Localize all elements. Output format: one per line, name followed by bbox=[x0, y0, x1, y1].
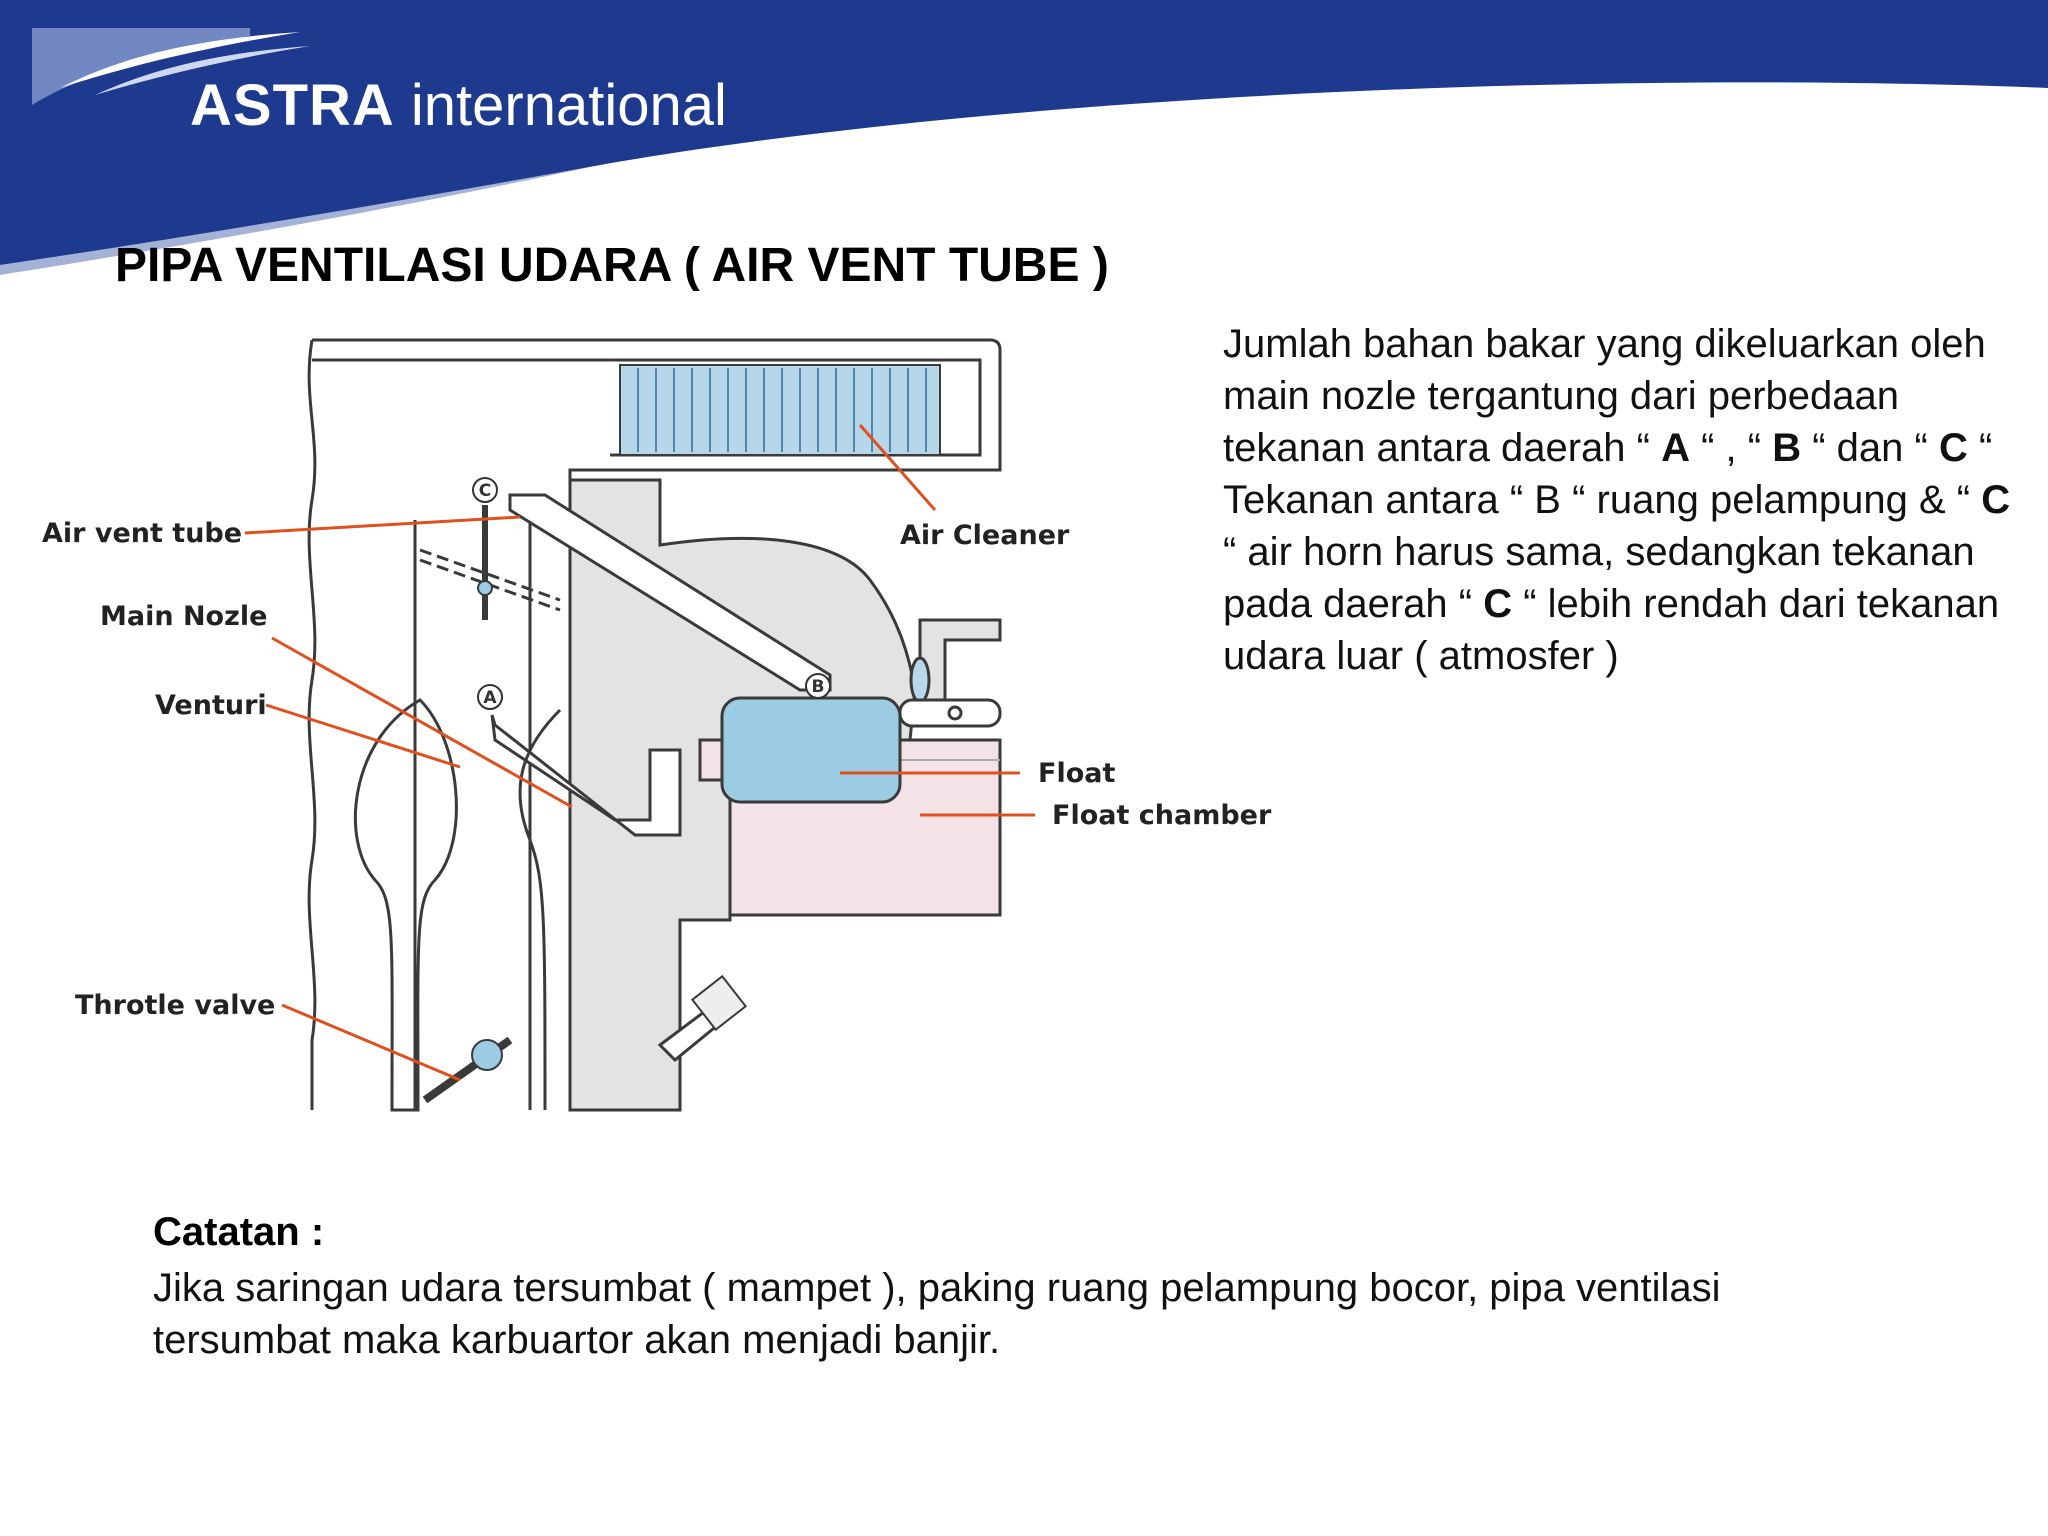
marker-a: A bbox=[477, 684, 503, 710]
venturi-shape bbox=[353, 698, 458, 1112]
label-float: Float bbox=[1038, 758, 1115, 789]
brand-logo: ASTRA international bbox=[190, 72, 727, 139]
carburetor-diagram: C A B Air vent tube Main Nozle Venturi T… bbox=[42, 338, 1272, 1112]
header-band bbox=[0, 0, 2048, 275]
svg-text:C: C bbox=[479, 481, 491, 501]
header-band-shape bbox=[0, 0, 2048, 265]
marker-c: C bbox=[472, 477, 498, 503]
main-nozzle-tube bbox=[490, 714, 682, 837]
leader-air-cleaner bbox=[858, 424, 937, 511]
label-throtle-valve: Throtle valve bbox=[75, 990, 275, 1021]
leader-venturi bbox=[265, 703, 461, 769]
header-band-highlight bbox=[0, 165, 600, 275]
float bbox=[720, 696, 902, 804]
label-main-nozle: Main Nozle bbox=[100, 601, 267, 632]
needle-valve bbox=[898, 618, 1002, 728]
marker-b: B bbox=[805, 673, 831, 699]
note-label: Catatan : bbox=[153, 1210, 325, 1254]
air-cleaner-element bbox=[619, 364, 941, 456]
idle-screw bbox=[657, 974, 748, 1063]
label-float-chamber: Float chamber bbox=[1052, 800, 1272, 831]
label-air-cleaner: Air Cleaner bbox=[900, 520, 1070, 551]
venturi-wall-right bbox=[518, 708, 562, 1111]
leader-main-nozle bbox=[271, 636, 573, 809]
brand-name-bold: ASTRA bbox=[190, 73, 395, 138]
leader-air-vent-tube bbox=[244, 515, 521, 535]
throttle-valve bbox=[422, 1036, 513, 1104]
logo-swoosh-icon bbox=[32, 28, 310, 105]
page-title: PIPA VENTILASI UDARA ( AIR VENT TUBE ) bbox=[115, 239, 1109, 292]
svg-text:B: B bbox=[812, 677, 825, 697]
leader-throtle-valve bbox=[281, 1003, 461, 1082]
svg-text:A: A bbox=[483, 688, 497, 708]
label-air-vent-tube: Air vent tube bbox=[42, 518, 242, 549]
brand-name-light: international bbox=[410, 73, 727, 138]
label-venturi: Venturi bbox=[155, 690, 267, 721]
description-text: Jumlah bahan bakar yang dikeluarkan oleh… bbox=[1223, 322, 2011, 678]
note-text: Jika saringan udara tersumbat ( mampet )… bbox=[153, 1266, 1721, 1362]
choke-valve bbox=[419, 505, 561, 620]
outer-wall-left bbox=[307, 339, 317, 1110]
leader-lines bbox=[244, 424, 1035, 1082]
air-cleaner-pleats bbox=[637, 368, 927, 452]
